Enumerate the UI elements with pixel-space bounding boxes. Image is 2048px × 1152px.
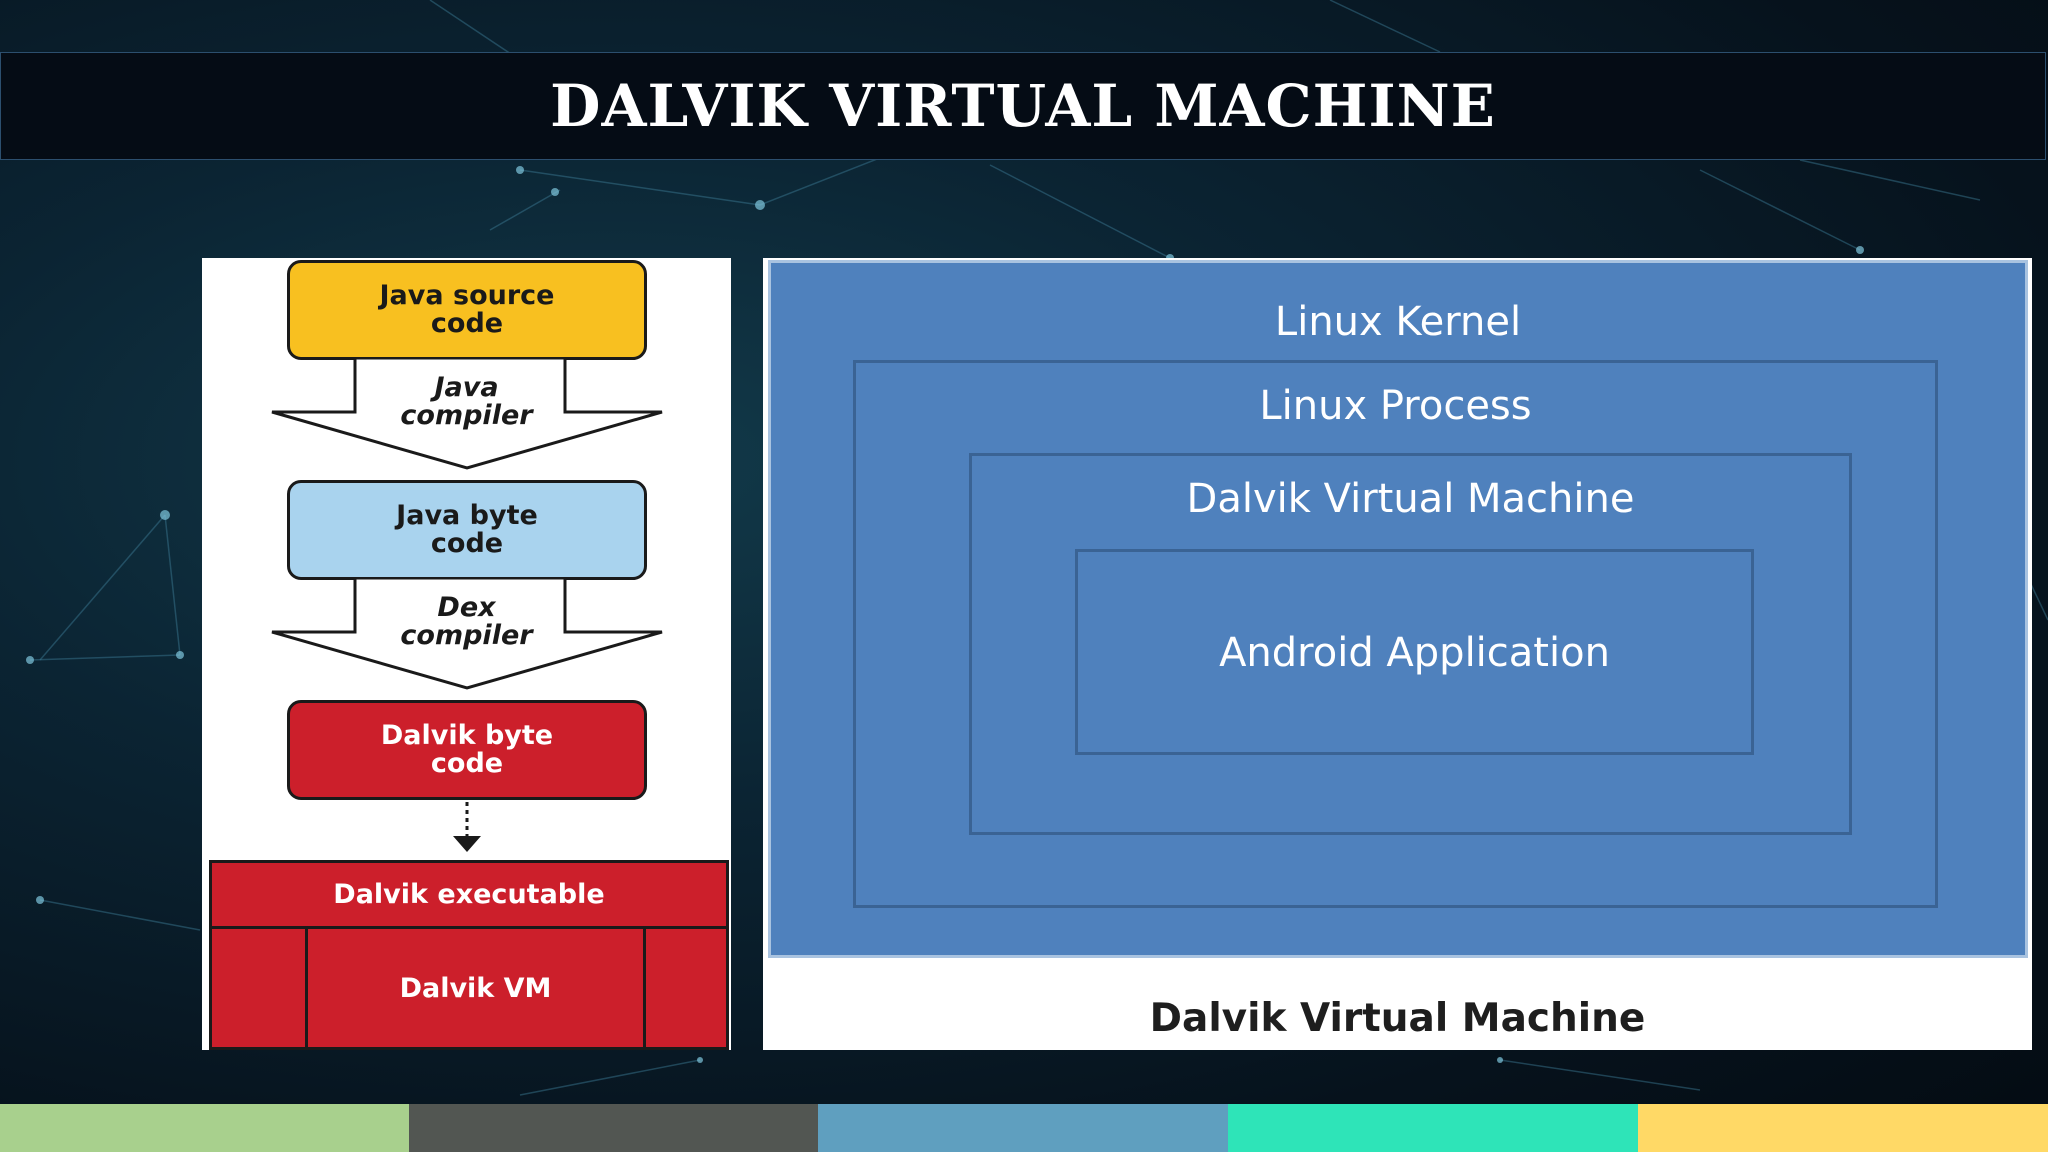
- exec-divider-right: [643, 929, 646, 1047]
- exec-divider-left: [305, 929, 308, 1047]
- linux-kernel-layer: Linux Kernel Linux Process Dalvik Virtua…: [768, 260, 2028, 958]
- android-application-layer: Android Application: [1075, 549, 1754, 755]
- java-compiler-arrow: [271, 358, 663, 470]
- linux-process-label: Linux Process: [1259, 383, 1532, 429]
- dotted-down-arrow: [453, 802, 481, 852]
- java-compiler-label: Java compiler: [400, 372, 533, 431]
- footer-strip-green: [0, 1104, 409, 1152]
- linux-kernel-label: Linux Kernel: [1274, 299, 1522, 345]
- dalvik-executable-label: Dalvik executable: [212, 863, 726, 929]
- footer-strip-gray: [409, 1104, 818, 1152]
- compilation-flow-diagram: Java source code Java compiler Java byte…: [202, 258, 731, 1050]
- dex-compiler-arrow: [271, 578, 663, 690]
- java-source-box: Java source code: [287, 260, 647, 360]
- footer-strip-yellow: [1638, 1104, 2048, 1152]
- dex-compiler-label: Dex compiler: [400, 592, 533, 651]
- dalvik-byte-code-box: Dalvik byte code: [287, 700, 647, 800]
- android-application-label: Android Application: [1219, 630, 1610, 676]
- java-byte-code-box: Java byte code: [287, 480, 647, 580]
- footer-strip-blue: [818, 1104, 1228, 1152]
- dalvik-vm-layer-label: Dalvik Virtual Machine: [1186, 476, 1635, 522]
- dalvik-vm-layer: Dalvik Virtual Machine Android Applicati…: [969, 453, 1852, 835]
- dalvik-vm-label: Dalvik VM: [399, 972, 552, 1004]
- slide-title: DALVIK VIRTUAL MACHINE: [550, 72, 1496, 140]
- diagram-caption: Dalvik Virtual Machine: [1149, 996, 1646, 1041]
- linux-process-layer: Linux Process Dalvik Virtual Machine And…: [853, 360, 1938, 908]
- nested-layers-diagram: Linux Kernel Linux Process Dalvik Virtua…: [763, 258, 2032, 1050]
- dalvik-executable-block: Dalvik executable Dalvik VM: [209, 860, 729, 1050]
- footer-strip-teal: [1228, 1104, 1638, 1152]
- title-bar: DALVIK VIRTUAL MACHINE: [0, 52, 2046, 160]
